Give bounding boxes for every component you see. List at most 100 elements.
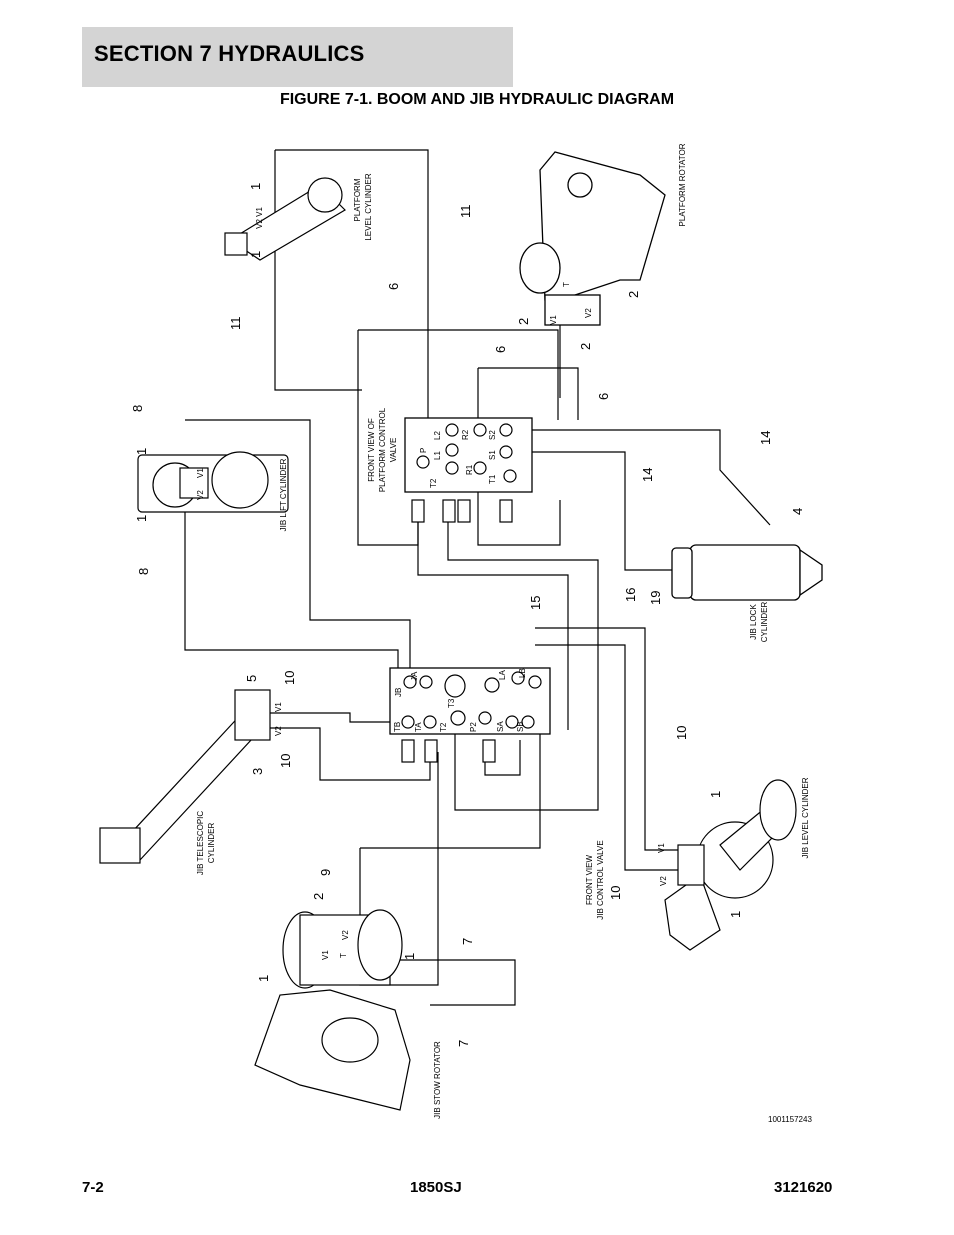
pcv-port-l1: L1 bbox=[433, 451, 442, 460]
jib-level-label: JIB LEVEL CYLINDER bbox=[801, 777, 810, 858]
callout-1: 1 bbox=[248, 183, 263, 190]
platform-level-ports: V2 V1 bbox=[255, 207, 264, 229]
callout-2: 2 bbox=[578, 343, 593, 350]
rotator-port-v2: V2 bbox=[584, 308, 593, 318]
jcv-port-jb: JB bbox=[394, 688, 403, 697]
jib-lift-port-v2: V2 bbox=[196, 490, 205, 500]
rotator-port-v1: V1 bbox=[549, 315, 558, 325]
callout-3: 3 bbox=[250, 768, 265, 775]
jib-telescopic-cylinder bbox=[99, 689, 271, 864]
callout-8: 8 bbox=[136, 568, 151, 575]
jib-lift-label: JIB LIFT CYLINDER bbox=[279, 458, 288, 531]
footer-doc-number: 3121620 bbox=[774, 1179, 833, 1196]
callout-2: 2 bbox=[516, 318, 531, 325]
jib-lock-label-2: CYLINDER bbox=[760, 602, 769, 643]
part-number: 1001157243 bbox=[768, 1115, 812, 1124]
callout-5: 5 bbox=[244, 675, 259, 682]
callout-1: 1 bbox=[256, 975, 271, 982]
section-title: SECTION 7 HYDRAULICS bbox=[94, 41, 365, 66]
platform-rotator bbox=[519, 151, 666, 326]
jib-lock-label-1: JIB LOCK bbox=[749, 604, 758, 640]
jib-tele-port-v2: V2 bbox=[274, 726, 283, 736]
pcv-port-s1: S1 bbox=[488, 450, 497, 460]
callout-7: 7 bbox=[456, 1040, 471, 1047]
callout-1: 1 bbox=[708, 791, 723, 798]
jib-stow-label: JIB STOW ROTATOR bbox=[433, 1041, 442, 1119]
callout-8: 8 bbox=[130, 405, 145, 412]
jib-level-cylinder bbox=[664, 779, 797, 951]
callout-6: 6 bbox=[386, 283, 401, 290]
pcv-port-t2: T2 bbox=[429, 478, 438, 488]
jib-level-port-v1: V1 bbox=[657, 843, 666, 853]
jcv-port-ta: TA bbox=[414, 722, 423, 732]
callout-19: 19 bbox=[648, 591, 663, 605]
hose-lines bbox=[184, 149, 771, 1006]
jib-lift-cylinder bbox=[137, 451, 289, 513]
callout-10: 10 bbox=[674, 726, 689, 740]
jib-tele-label-1: JIB TELESCOPIC bbox=[196, 811, 205, 876]
platform-control-valve bbox=[404, 417, 533, 523]
callout-13: 11 bbox=[228, 317, 243, 331]
jcv-label-1: FRONT VIEW bbox=[585, 855, 594, 906]
pcv-port-s2: S2 bbox=[488, 430, 497, 440]
callout-11: 10 bbox=[282, 671, 297, 685]
jcv-label-2: JIB CONTROL VALVE bbox=[596, 840, 605, 919]
figure-title: FIGURE 7-1. BOOM AND JIB HYDRAULIC DIAGR… bbox=[279, 91, 675, 108]
jcv-port-ja: JA bbox=[410, 671, 419, 681]
pcv-port-p: P bbox=[419, 448, 428, 453]
jib-stow-port-v1: V1 bbox=[321, 950, 330, 960]
callout-11: 10 bbox=[278, 754, 293, 768]
pcv-port-l2: L2 bbox=[433, 431, 442, 440]
callout-10: 10 bbox=[608, 886, 623, 900]
pcv-port-r2: R2 bbox=[461, 429, 470, 440]
jib-level-port-v2: V2 bbox=[659, 876, 668, 886]
platform-level-cylinder bbox=[224, 177, 346, 261]
jib-stow-rotator bbox=[254, 909, 411, 1111]
platform-level-label-1: PLATFORM bbox=[353, 178, 362, 221]
callout-7: 7 bbox=[460, 938, 475, 945]
callout-1: 1 bbox=[248, 251, 263, 258]
callout-2: 2 bbox=[626, 291, 641, 298]
jib-stow-port-v2: V2 bbox=[341, 930, 350, 940]
jib-lift-port-v1: V1 bbox=[196, 468, 205, 478]
callout-13: 11 bbox=[458, 205, 473, 219]
jcv-port-p2: P2 bbox=[469, 722, 478, 732]
pcv-label-3: VALVE bbox=[389, 438, 398, 463]
callout-15: 15 bbox=[528, 596, 543, 610]
callout-4: 4 bbox=[790, 508, 805, 515]
callout-1: 1 bbox=[402, 953, 417, 960]
footer-model: 1850SJ bbox=[410, 1179, 462, 1196]
jib-lock-cylinder bbox=[671, 544, 823, 601]
jcv-port-lb: LB bbox=[518, 668, 527, 678]
jib-tele-label-2: CYLINDER bbox=[207, 823, 216, 864]
callout-1: 1 bbox=[728, 911, 743, 918]
jib-control-valve bbox=[389, 667, 551, 763]
callout-14: 14 bbox=[640, 468, 655, 482]
callout-6: 6 bbox=[493, 346, 508, 353]
jcv-port-t2: T2 bbox=[439, 722, 448, 732]
jcv-port-t3: T3 bbox=[447, 698, 456, 708]
section-banner: SECTION 7 HYDRAULICS bbox=[82, 27, 513, 87]
callout-6: 6 bbox=[596, 393, 611, 400]
jcv-port-sb: SB bbox=[516, 721, 525, 732]
platform-rotator-label: PLATFORM ROTATOR bbox=[678, 143, 687, 226]
platform-level-label-2: LEVEL CYLINDER bbox=[364, 173, 373, 241]
jib-tele-port-v1: V1 bbox=[274, 702, 283, 712]
callout-14: 14 bbox=[758, 431, 773, 445]
footer-page: 7-2 bbox=[82, 1179, 104, 1196]
pcv-label-2: PLATFORM CONTROL bbox=[378, 407, 387, 492]
callout-9: 9 bbox=[318, 869, 333, 876]
callout-2: 2 bbox=[311, 893, 326, 900]
callout-1: 1 bbox=[134, 448, 149, 455]
jcv-port-sa: SA bbox=[496, 721, 505, 732]
jcv-port-la: LA bbox=[498, 670, 507, 680]
pcv-label-1: FRONT VIEW OF bbox=[367, 418, 376, 482]
jib-stow-port-t: T bbox=[339, 953, 348, 958]
callout-16: 16 bbox=[623, 588, 638, 602]
pcv-port-r1: R1 bbox=[465, 464, 474, 475]
jcv-port-tb: TB bbox=[393, 722, 402, 732]
rotator-port-t: T bbox=[562, 282, 571, 287]
callout-1: 1 bbox=[134, 515, 149, 522]
pcv-port-t1: T1 bbox=[488, 474, 497, 484]
